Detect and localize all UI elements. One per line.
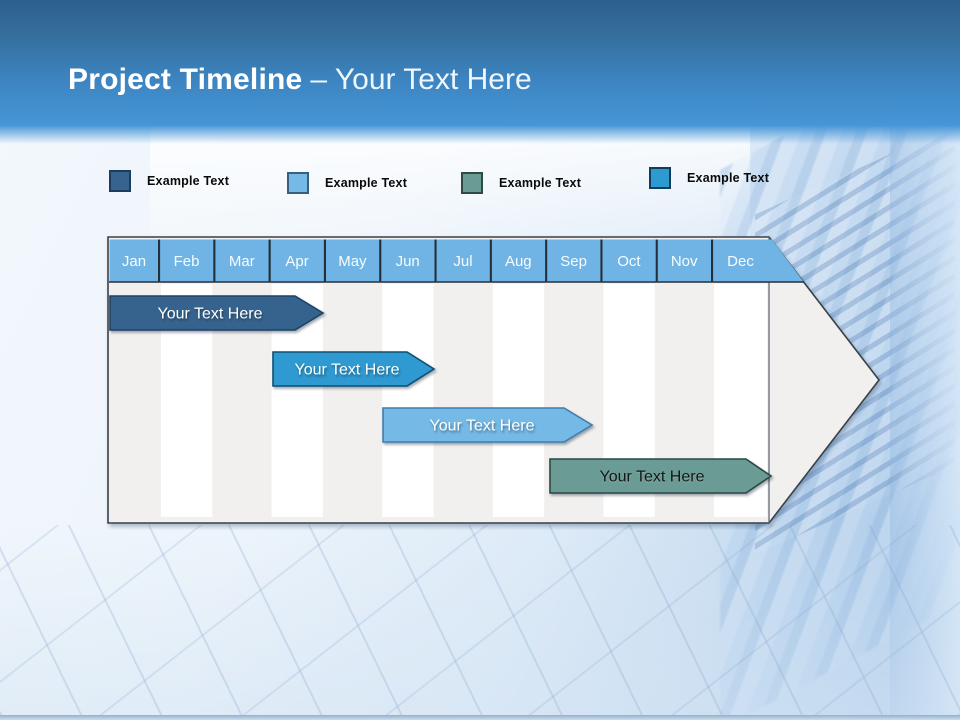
task-bar-1-shape[interactable] [109, 295, 325, 331]
background-floor-tiles [0, 525, 960, 715]
task-bar-3-label[interactable]: Your Text Here [430, 418, 535, 435]
legend-item-4: Example Text [648, 166, 769, 190]
month-sep: Sep [560, 253, 587, 270]
task-bar-2-label[interactable]: Your Text Here [295, 362, 400, 379]
month-jan: Jan [122, 253, 146, 270]
slide-title: Project Timeline– Your Text Here [68, 60, 532, 100]
legend-item-3: Example Text [460, 171, 581, 195]
task-bar-2-shape[interactable] [272, 351, 436, 387]
timeline-header: Jan Feb Mar Apr May Jun Jul Aug Sep Oct … [109, 239, 804, 283]
legend-label-1[interactable]: Example Text [147, 174, 230, 188]
title-band [0, 0, 960, 144]
task-bar-4[interactable]: Your Text Here [549, 458, 773, 494]
month-dec: Dec [727, 253, 754, 270]
month-apr: Apr [285, 253, 308, 270]
slide-title-placeholder[interactable]: – Your Text Here [310, 63, 532, 96]
legend-swatch-4 [649, 167, 671, 189]
slide-title-main: Project Timeline [68, 63, 303, 96]
legend-label-2[interactable]: Example Text [325, 176, 408, 190]
month-mar: Mar [229, 253, 255, 270]
legend-swatch-3 [461, 172, 483, 194]
month-may: May [338, 253, 367, 270]
task-bar-2[interactable]: Your Text Here [272, 351, 436, 387]
month-jul: Jul [453, 253, 472, 270]
legend-swatch-2 [287, 172, 309, 194]
legend-swatch-1-rect [109, 170, 131, 192]
task-bar-3-shape[interactable] [382, 407, 594, 443]
timeline-chart: Jan Feb Mar Apr May Jun Jul Aug Sep Oct … [107, 236, 881, 524]
task-bar-4-shape[interactable] [549, 458, 773, 494]
header-band [109, 239, 804, 282]
column-aug [492, 284, 545, 517]
legend-label-3[interactable]: Example Text [499, 176, 582, 190]
legend-swatch-4-rect [649, 167, 671, 189]
month-nov: Nov [671, 253, 698, 270]
bottom-edge-strip [0, 715, 960, 720]
task-bar-1[interactable]: Your Text Here [109, 295, 325, 331]
month-oct: Oct [617, 253, 641, 270]
month-feb: Feb [174, 253, 200, 270]
header-separators [158, 239, 714, 282]
legend-swatch-1 [109, 170, 131, 192]
header-underline [109, 281, 804, 283]
task-bar-3[interactable]: Your Text Here [382, 407, 594, 443]
month-aug: Aug [505, 253, 532, 270]
legend-item-1: Example Text [108, 169, 229, 193]
legend-swatch-3-rect [461, 172, 483, 194]
task-bar-4-label[interactable]: Your Text Here [600, 469, 705, 486]
month-jun: Jun [396, 253, 420, 270]
task-bar-1-label[interactable]: Your Text Here [158, 306, 263, 323]
column-jun [382, 284, 434, 517]
legend-item-2: Example Text [286, 171, 407, 195]
legend-label-4[interactable]: Example Text [687, 171, 770, 185]
legend-swatch-2-rect [287, 172, 309, 194]
